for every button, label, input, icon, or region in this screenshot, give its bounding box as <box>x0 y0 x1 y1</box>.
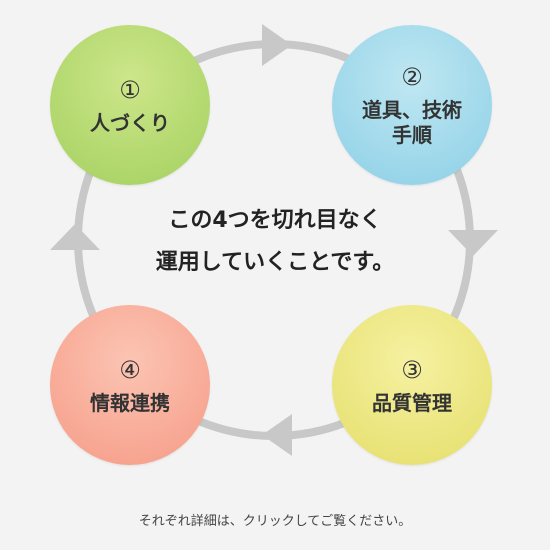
arrow-left-bottom-icon <box>262 414 292 456</box>
node-3-label: 品質管理 <box>372 390 452 415</box>
node-2-label: 道具、技術 手順 <box>362 98 462 147</box>
node-1-label: 人づくり <box>90 110 170 135</box>
arrow-up-left-icon <box>50 224 100 250</box>
center-message: この4つを切れ目なく 運用していくことです。 <box>155 208 395 275</box>
arrow-right-top-icon <box>262 24 292 66</box>
node-information-sharing[interactable]: ④ 情報連携 <box>50 305 210 465</box>
arrow-down-right-icon <box>448 230 498 256</box>
node-quality-management[interactable]: ③ 品質管理 <box>332 305 492 465</box>
node-hitozukuri[interactable]: ① 人づくり <box>50 25 210 185</box>
node-tools-techniques[interactable]: ② 道具、技術 手順 <box>332 25 492 185</box>
node-3-number: ③ <box>401 355 423 384</box>
footer-note: それぞれ詳細は、クリックしてご覧ください。 <box>138 514 412 529</box>
node-2-number: ② <box>401 63 423 91</box>
node-1-number: ① <box>119 75 141 104</box>
node-4-label: 情報連携 <box>90 390 170 415</box>
node-4-number: ④ <box>119 355 141 384</box>
